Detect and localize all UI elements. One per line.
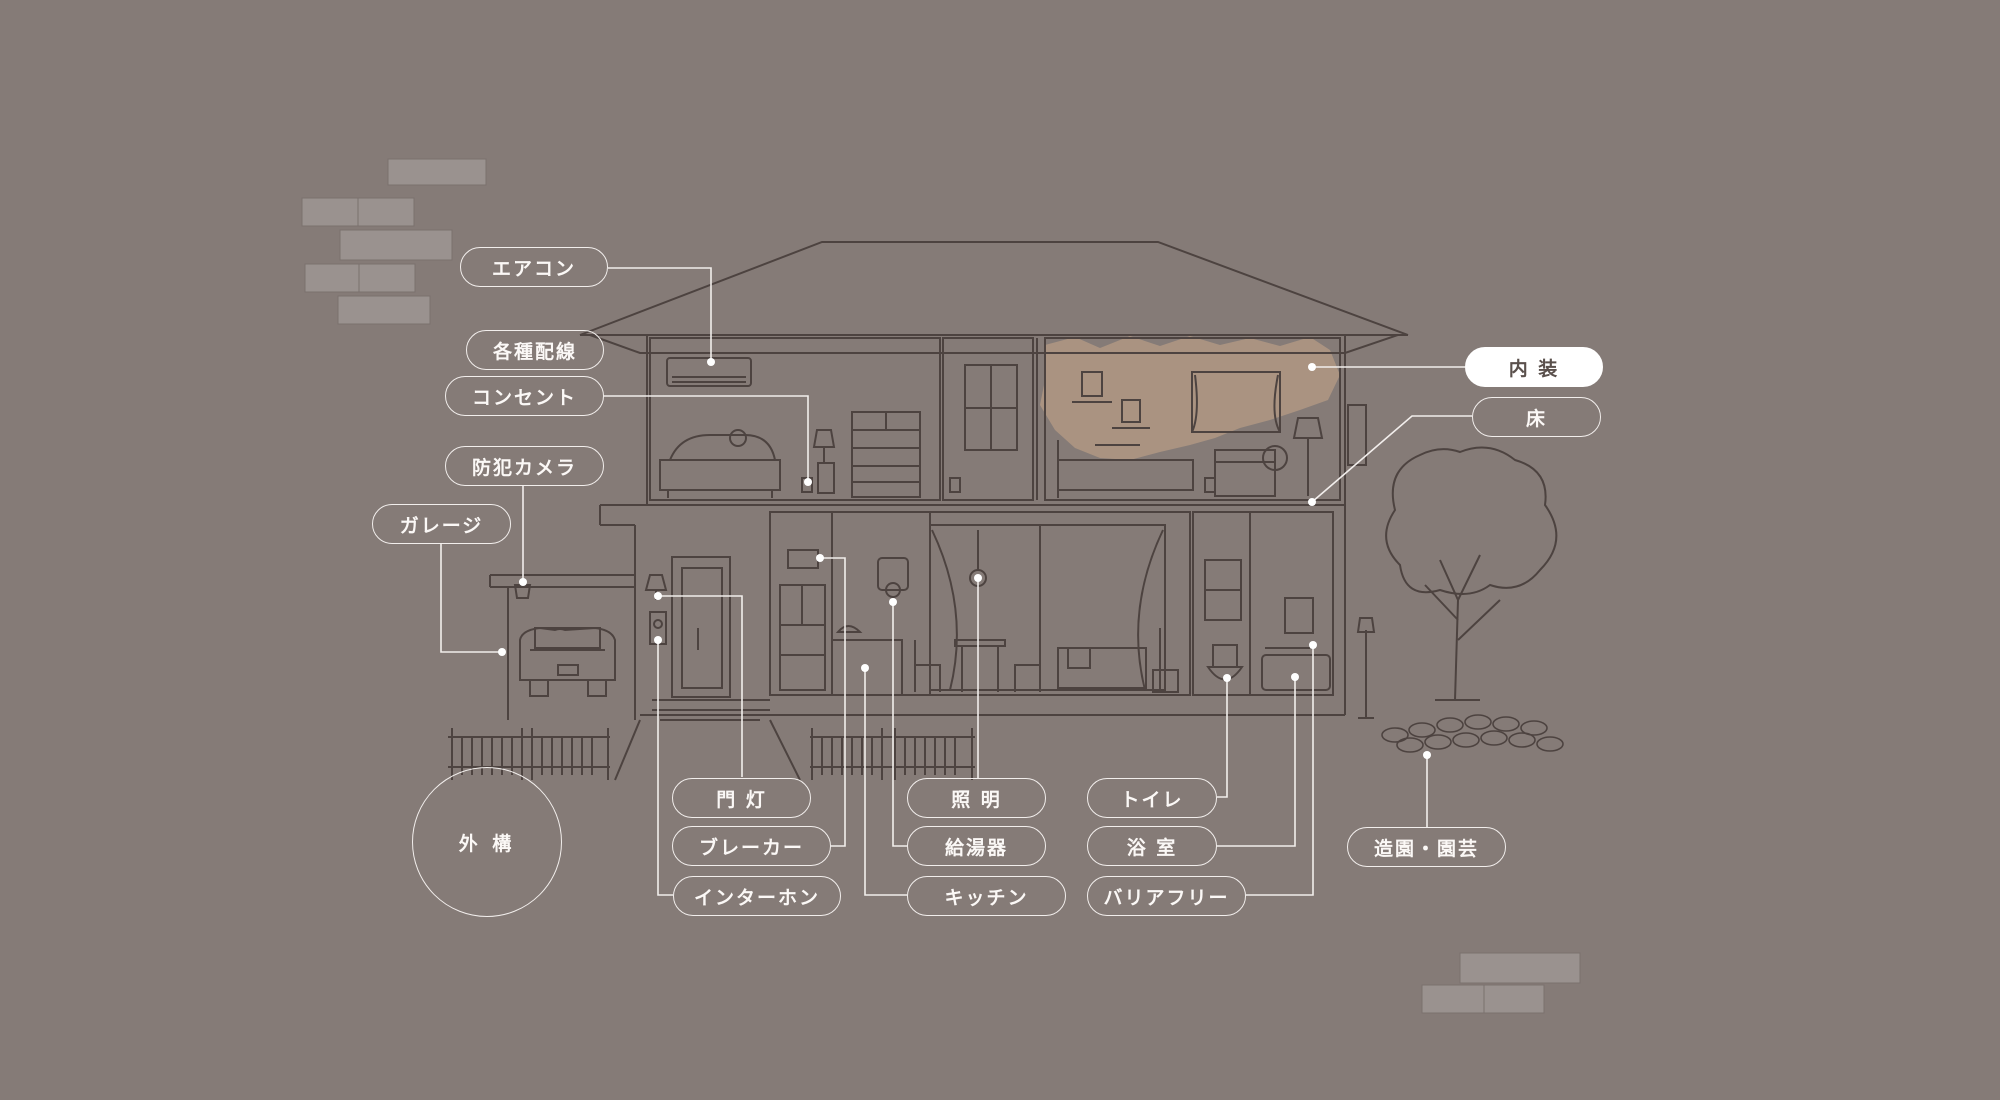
security-camera-label-button[interactable]: 防犯カメラ — [445, 446, 604, 486]
aircon-label-button[interactable]: エアコン — [460, 247, 608, 287]
bricks-top-left — [302, 159, 486, 324]
barrier-free-label-button[interactable]: バリアフリー — [1087, 876, 1246, 916]
garage-label-button[interactable]: ガレージ — [372, 504, 511, 544]
breaker-label-button[interactable]: ブレーカー — [672, 826, 831, 866]
toilet-label-button[interactable]: トイレ — [1087, 778, 1217, 818]
house-lines — [490, 242, 1408, 780]
outlet-label-button[interactable]: コンセント — [445, 376, 604, 416]
water-heater-label-button[interactable]: 給湯器 — [907, 826, 1046, 866]
interior-label-button[interactable]: 内 装 — [1465, 347, 1603, 387]
exterior-circle-button[interactable]: 外 構 — [412, 767, 562, 917]
floor-label-button[interactable]: 床 — [1472, 397, 1601, 437]
bricks-bottom-right — [1422, 953, 1580, 1013]
kitchen-label-button[interactable]: キッチン — [907, 876, 1066, 916]
landscaping-label-button[interactable]: 造園・園芸 — [1347, 827, 1506, 867]
bathroom-label-button[interactable]: 浴 室 — [1087, 826, 1217, 866]
stepping-stones — [1382, 715, 1563, 752]
tree — [1386, 448, 1556, 701]
lighting-label-button[interactable]: 照 明 — [907, 778, 1046, 818]
intercom-label-button[interactable]: インターホン — [673, 876, 841, 916]
gate-light-label-button[interactable]: 門 灯 — [672, 778, 811, 818]
fences — [448, 728, 975, 780]
wiring-label-button[interactable]: 各種配線 — [466, 330, 604, 370]
interior-highlight — [1040, 336, 1340, 460]
